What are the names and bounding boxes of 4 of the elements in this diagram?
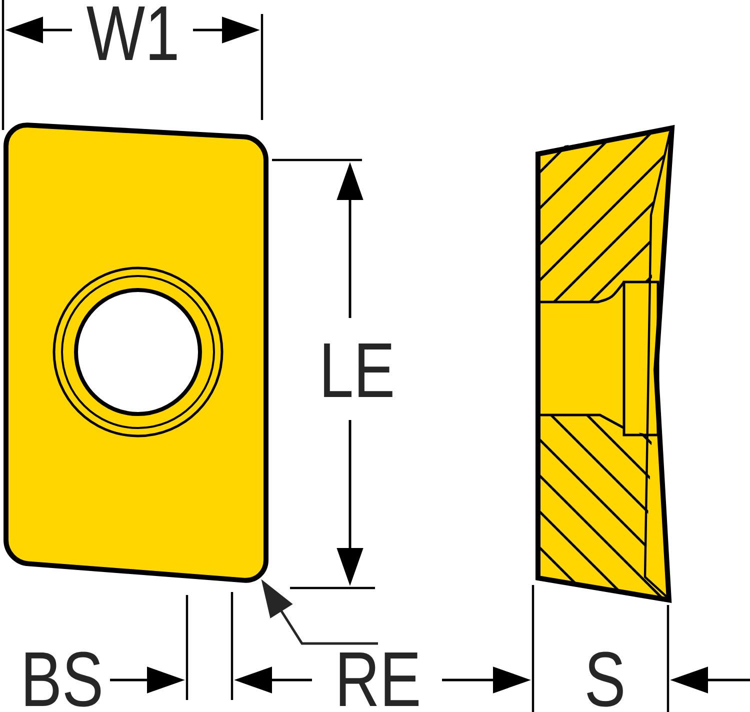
dimension-label: BS	[26, 652, 101, 707]
dimension-label: RE	[340, 652, 418, 706]
dimension-label: S	[587, 652, 623, 707]
insert-front-view-drawing	[4, 122, 268, 583]
